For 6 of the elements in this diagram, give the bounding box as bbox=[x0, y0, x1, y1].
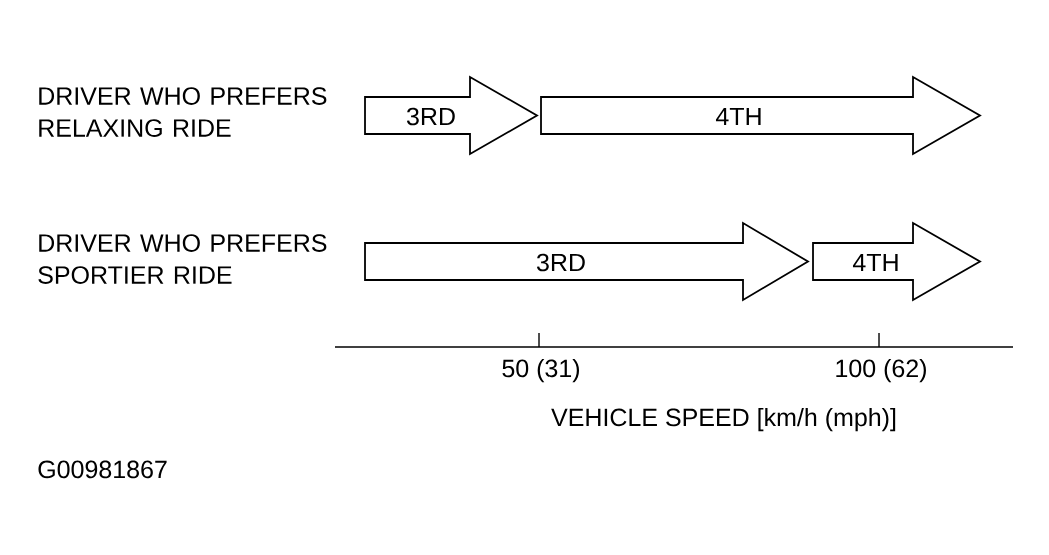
axis-title: VEHICLE SPEED [km/h (mph)] bbox=[551, 407, 896, 432]
figure-id: G00981867 bbox=[38, 460, 167, 479]
tick-label: 100 (62) bbox=[836, 358, 926, 383]
tick-label: 50 (31) bbox=[502, 358, 580, 383]
row-label: DRIVER WHO PREFERS SPORTIER RIDE bbox=[38, 234, 327, 284]
row-label: DRIVER WHO PREFERS RELAXING RIDE bbox=[39, 87, 327, 137]
